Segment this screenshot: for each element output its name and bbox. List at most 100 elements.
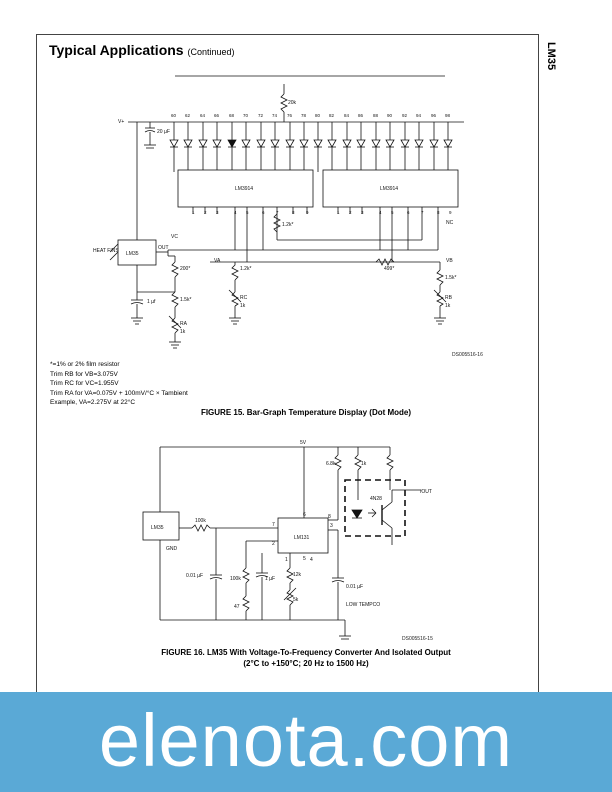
r47-label: 47 (234, 604, 240, 610)
chip-right-label: LM3914 (380, 186, 398, 192)
r499-label: 499* (384, 266, 394, 272)
heat-fins-label: HEAT FINS (93, 248, 119, 254)
watermark-text: elenota.com (98, 699, 514, 782)
led-label: 86 (358, 113, 364, 118)
led-label: 94 (416, 113, 422, 118)
led-label: 82 (329, 113, 335, 118)
chip-right-pin-label: 7 (421, 210, 424, 215)
chip-left-label: LM3914 (235, 186, 253, 192)
nc-label: NC (446, 220, 454, 226)
supply-5v-label: 5V (300, 440, 307, 446)
r-top-label: 20k (288, 100, 297, 106)
chip-right-pin-label: 8 (437, 210, 440, 215)
led-label: 70 (243, 113, 249, 118)
led-label: 64 (200, 113, 206, 118)
pin1-label: 1 (285, 557, 288, 563)
r200-label: 200* (180, 266, 190, 272)
note-line: Example, VA=2.275V at 22°C (50, 399, 136, 407)
led-label: 66 (214, 113, 220, 118)
chip-left-pin-label: 8 (292, 210, 295, 215)
r100k-label: 100k (195, 518, 206, 524)
led-label: 84 (344, 113, 350, 118)
r1-2k-label: 1.2k* (240, 266, 251, 272)
chip-left-pin-label: 6 (262, 210, 265, 215)
cap-01-label: 0.01 µF (186, 573, 203, 579)
chip-right-pin-label: 6 (407, 210, 410, 215)
va-label: VA (214, 258, 221, 264)
r1k-label: 1k (361, 461, 367, 467)
led-label: 92 (402, 113, 408, 118)
rb-label: RB (445, 295, 453, 301)
chip-left-pin-label: 3 (216, 210, 219, 215)
note-line: Trim RC for VC=1.955V (50, 380, 119, 388)
rb-val-label: 1k (445, 303, 451, 309)
led-label: 78 (301, 113, 307, 118)
chip-left-pin-label: 9 (306, 210, 309, 215)
resistor-499 (375, 258, 395, 266)
fout-label: fOUT (420, 489, 432, 495)
r-1k-a-label: 1.5k* (445, 275, 456, 281)
led-label: 88 (373, 113, 379, 118)
chip-left-pin-label: 2 (204, 210, 207, 215)
ra-label: RA (180, 321, 188, 327)
rc-val-label: 1k (240, 303, 246, 309)
led-label: 76 (287, 113, 293, 118)
led-label: 96 (431, 113, 437, 118)
chip-right-pin-label: 3 (361, 210, 364, 215)
cap-1-label: 1 µF (265, 576, 275, 582)
cap-low-label: 0.01 µF (346, 584, 363, 590)
v-plus-label: V+ (118, 119, 124, 125)
r1k-b-label: 1.5k* (180, 297, 191, 303)
chip-right-pin-label: 5 (391, 210, 394, 215)
pin7-label: 7 (272, 522, 275, 528)
led-label: 90 (387, 113, 393, 118)
lm131-chip (277, 517, 329, 554)
chip-right-pin-label: 4 (379, 210, 382, 215)
resistor-20k (280, 93, 288, 113)
led-diodes (169, 139, 453, 148)
cap-small-label: 1 µf (147, 299, 156, 305)
figure-16-schematic (142, 446, 420, 640)
r5k-label: 5k (293, 597, 299, 603)
cap-main-label: 20 µF (157, 129, 170, 135)
chip-left-pin-label: 4 (234, 210, 237, 215)
figure-16-ref-code: DS005516-15 (402, 636, 433, 642)
r12k-label: 12k (293, 572, 302, 578)
led-label: 72 (258, 113, 264, 118)
gnd-label: GND (166, 546, 178, 552)
pin4-label: 4 (310, 557, 313, 563)
lm35-label: LM35 (126, 251, 139, 257)
lm3914-right (322, 169, 459, 208)
pin3-label: 3 (330, 523, 333, 529)
note-line: Trim RB for VB=3.075V (50, 370, 118, 378)
vc-label: VC (171, 234, 178, 240)
pin2-label: 2 (272, 541, 275, 547)
chip-right-pin-label: 2 (349, 210, 352, 215)
led-label: 60 (171, 113, 177, 118)
pin5-label: 5 (303, 556, 306, 562)
note-line: Trim RA for VA=0.075V + 100mV/°C × Tambi… (50, 389, 188, 397)
rc-label: RC (240, 295, 248, 301)
r100k-b-label: 100k (230, 576, 241, 582)
out-label: OUT (158, 245, 169, 251)
section-title: Typical Applications (Continued) (49, 42, 235, 58)
figure-16-caption-line1: FIGURE 16. LM35 With Voltage-To-Frequenc… (161, 648, 451, 657)
led-label: 80 (315, 113, 321, 118)
note-line: *=1% or 2% film resistor (50, 361, 120, 368)
chip-right-pin-label: 1 (337, 210, 340, 215)
pin8-label: 8 (328, 514, 331, 520)
section-title-continued: (Continued) (187, 47, 235, 57)
lowtempco-label: LOW TEMPCO (346, 602, 380, 608)
section-title-text: Typical Applications (49, 42, 184, 58)
watermark-band (0, 692, 612, 792)
figure-15-caption: FIGURE 15. Bar-Graph Temperature Display… (200, 408, 412, 417)
ra-val-label: 1k (180, 329, 186, 335)
pin6-label: 6 (303, 512, 306, 518)
vb-label: VB (446, 258, 453, 264)
lm3914-left (177, 169, 314, 208)
chip-left-pin-label: 1 (192, 210, 195, 215)
led-label: 62 (185, 113, 191, 118)
opto-label: 4N28 (370, 496, 382, 502)
